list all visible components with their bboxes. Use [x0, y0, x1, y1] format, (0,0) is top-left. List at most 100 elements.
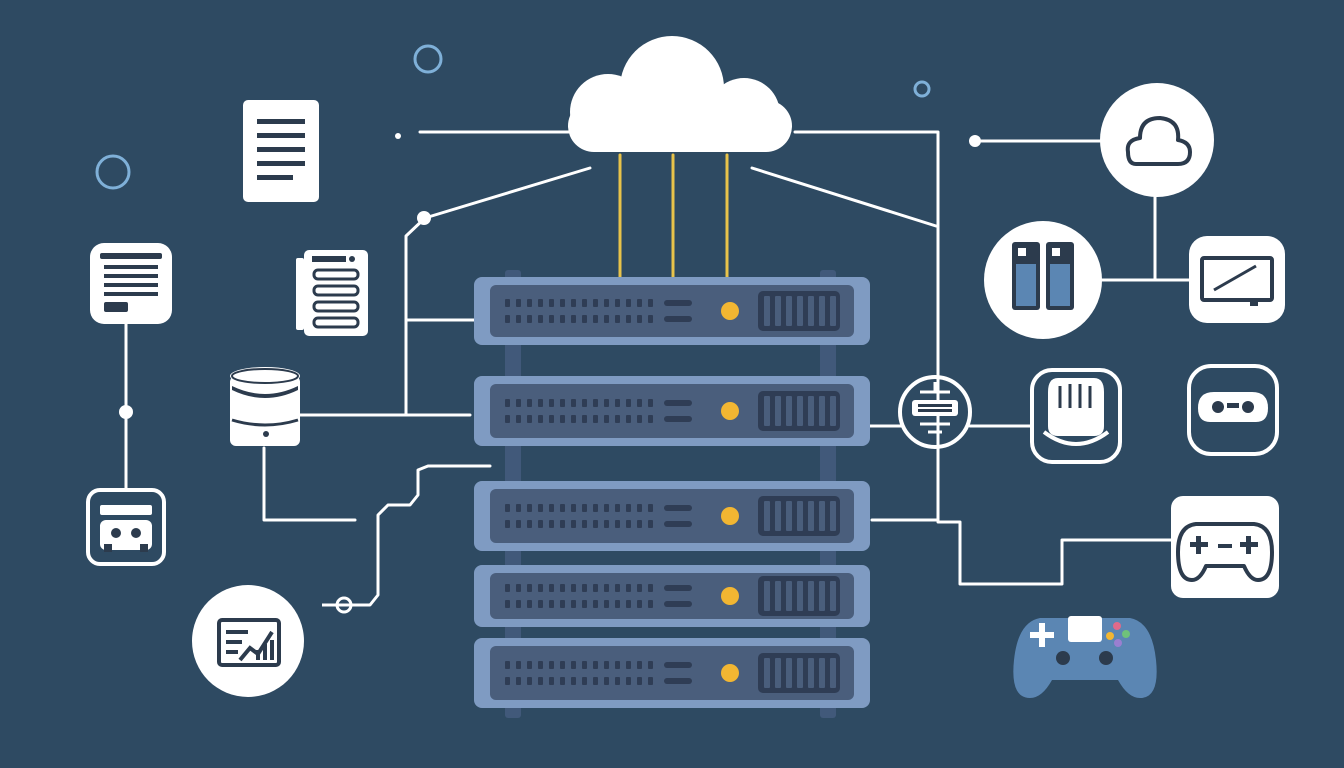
vent-slot [505, 600, 510, 608]
vent-slot [626, 504, 631, 512]
vent-slot [593, 504, 598, 512]
drive-slot [664, 678, 692, 684]
vent-slot [582, 677, 587, 685]
vent-slot [571, 584, 576, 592]
vent-slot [538, 584, 543, 592]
server-unit [474, 565, 870, 627]
vent-slot [648, 399, 653, 407]
vent-slot [527, 677, 532, 685]
vent-slot [615, 600, 620, 608]
vent-slot [571, 415, 576, 423]
monitor-icon [1189, 236, 1285, 323]
notes-list-icon [296, 250, 368, 336]
vent-slot [527, 600, 532, 608]
grille-bar [786, 501, 792, 531]
vent-slot [549, 520, 554, 528]
vent-slot [593, 600, 598, 608]
hub-icon [898, 375, 972, 449]
vent-slot [516, 584, 521, 592]
drive-slot [664, 300, 692, 306]
vent-slot [549, 600, 554, 608]
vent-slot [516, 504, 521, 512]
status-led [721, 507, 739, 525]
vent-slot [571, 315, 576, 323]
vent-slot [505, 661, 510, 669]
vent-slot [593, 399, 598, 407]
vent-slot [527, 504, 532, 512]
grille-bar [764, 501, 770, 531]
vent-slot [593, 415, 598, 423]
vent-slot [549, 399, 554, 407]
vent-slot [626, 299, 631, 307]
grille-bar [819, 396, 825, 426]
vent-slot [516, 677, 521, 685]
vent-slot [571, 661, 576, 669]
vent-slot [648, 661, 653, 669]
grille-bar [764, 396, 770, 426]
vent-slot [516, 315, 521, 323]
vent-slot [593, 584, 598, 592]
vent-slot [560, 415, 565, 423]
cloud-user-icon [1100, 83, 1214, 197]
vent-slot [615, 677, 620, 685]
database-icon [230, 367, 300, 446]
vent-slot [538, 399, 543, 407]
grille-bar [797, 501, 803, 531]
drive-slot [664, 521, 692, 527]
vent-slot [560, 299, 565, 307]
game-controller-icon [1013, 616, 1157, 698]
vent-slot [527, 399, 532, 407]
status-led [721, 302, 739, 320]
grille-bar [819, 658, 825, 688]
vent-slot [637, 299, 642, 307]
server-unit [474, 376, 870, 446]
grille-bar [775, 501, 781, 531]
vent-slot [516, 520, 521, 528]
vent-slot [604, 677, 609, 685]
vent-slot [549, 415, 554, 423]
vent-slot [549, 299, 554, 307]
vent-slot [582, 504, 587, 512]
drive-slot [664, 601, 692, 607]
vent-slot [648, 600, 653, 608]
vent-slot [582, 315, 587, 323]
grille-bar [819, 501, 825, 531]
vent-slot [615, 661, 620, 669]
grille-bar [786, 396, 792, 426]
vent-slot [615, 399, 620, 407]
grille-bar [808, 501, 814, 531]
vent-slot [549, 677, 554, 685]
vent-slot [604, 600, 609, 608]
vent-slot [560, 677, 565, 685]
server-unit [474, 638, 870, 708]
vent-slot [505, 299, 510, 307]
vent-slot [527, 584, 532, 592]
vent-slot [516, 299, 521, 307]
vent-slot [516, 415, 521, 423]
uplink-lines [618, 153, 729, 280]
vent-slot [604, 584, 609, 592]
grille-bar [808, 296, 814, 326]
status-led [721, 664, 739, 682]
vent-slot [593, 520, 598, 528]
vent-slot [527, 415, 532, 423]
vent-slot [582, 299, 587, 307]
vent-slot [582, 520, 587, 528]
vent-slot [538, 520, 543, 528]
vent-slot [637, 661, 642, 669]
grille-bar [797, 296, 803, 326]
vent-slot [604, 315, 609, 323]
vent-slot [626, 399, 631, 407]
vent-slot [615, 584, 620, 592]
vent-slot [626, 600, 631, 608]
vent-slot [538, 315, 543, 323]
vent-slot [593, 315, 598, 323]
web-page-icon [90, 243, 172, 324]
grille-bar [830, 658, 836, 688]
vent-slot [648, 299, 653, 307]
grille-bar [830, 396, 836, 426]
grille-bar [830, 581, 836, 611]
vent-slot [516, 600, 521, 608]
grille-bar [775, 296, 781, 326]
